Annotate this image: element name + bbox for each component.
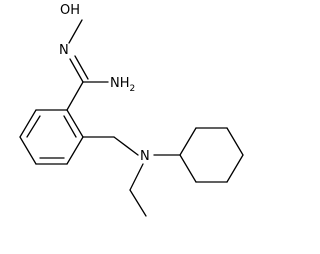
bond — [68, 19, 83, 44]
amine-label: NH2 — [110, 76, 135, 94]
bond — [19, 109, 37, 138]
molecule-structure: OH N NH2 N — [19, 3, 244, 217]
bond — [66, 81, 84, 111]
aromatic-double-bond — [26, 115, 41, 138]
hydroxyl-label: OH — [60, 3, 80, 18]
bond — [19, 136, 37, 165]
bond — [129, 163, 144, 191]
bond — [179, 127, 197, 156]
aromatic-double-bond — [63, 115, 77, 138]
amidoxime-group — [66, 19, 109, 111]
bond — [113, 136, 139, 156]
double-bond — [69, 58, 84, 83]
aminomethyl-chain — [82, 136, 181, 217]
bond — [226, 127, 244, 156]
double-bond — [74, 55, 89, 80]
benzene-ring — [19, 109, 84, 165]
bond — [66, 136, 84, 165]
bond — [129, 189, 147, 217]
structure-canvas: OH N NH2 N — [19, 3, 244, 217]
bond — [66, 109, 84, 138]
bond — [179, 154, 197, 183]
cyclohexane-ring — [179, 127, 244, 183]
oxime-nitrogen-label: N — [59, 43, 69, 58]
tertiary-nitrogen-label: N — [140, 149, 150, 164]
bond — [226, 154, 244, 183]
